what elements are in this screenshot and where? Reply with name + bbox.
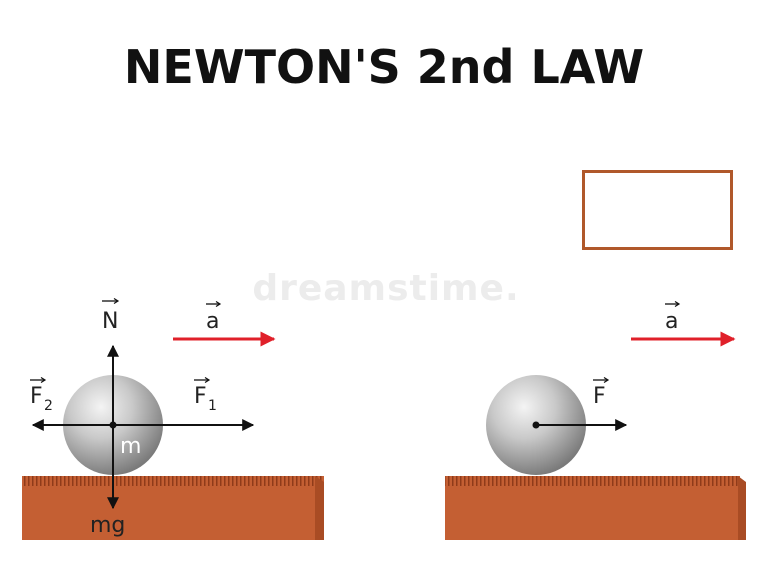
left-center-dot (109, 421, 117, 429)
page-title: NEWTON'S 2nd LAW (123, 40, 645, 94)
right-center-dot (532, 421, 540, 429)
right-ground (445, 476, 740, 540)
left-ground-texture (22, 476, 324, 486)
label-mg: mg (90, 513, 125, 538)
right-ground-texture (445, 476, 740, 486)
label-F2-sub: 2 (44, 398, 53, 414)
label-m: m (120, 434, 141, 459)
left-scene: N a F 2 F 1 m mg (22, 297, 324, 540)
label-F: F (593, 384, 606, 409)
label-a-right: a (665, 309, 678, 334)
right-scene: a F (445, 300, 746, 540)
formula-box (582, 170, 733, 250)
watermark: dreamstime. (252, 268, 520, 309)
label-F1-sub: 1 (208, 398, 217, 414)
label-F2: F (30, 384, 43, 409)
label-a-left: a (206, 309, 219, 334)
label-N: N (102, 309, 118, 334)
label-F1: F (194, 384, 207, 409)
left-ground (22, 476, 324, 540)
